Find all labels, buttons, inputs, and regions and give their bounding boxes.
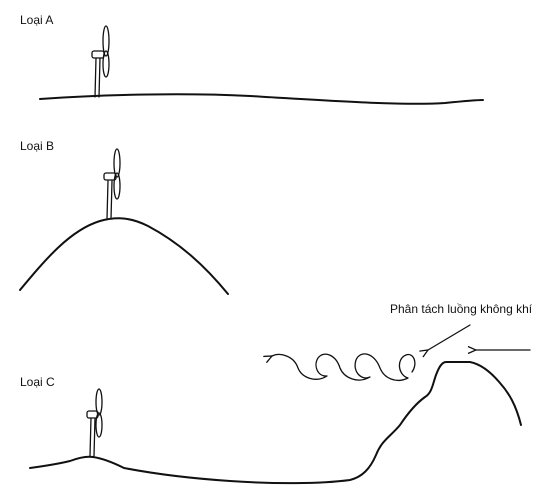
panel-b-label: Loại B [20,139,54,153]
panel-c-label: Loại C [20,375,55,389]
panel-c-terrain [29,361,522,485]
panel-a-label: Loại A [20,13,53,27]
flow-separation-pointer-arrow [428,324,471,350]
panel-c: Loại C Phân tách luồng không khí [20,302,533,485]
panel-b-wind-turbine-icon [103,148,121,220]
panel-a-wind-turbine-icon [91,25,110,98]
flow-separation-label: Phân tách luồng không khí [390,302,533,316]
panel-a: Loại A [20,13,484,105]
panel-a-flat-ground [39,93,484,105]
turbulent-eddies [272,353,416,382]
panel-b: Loại B [19,139,229,295]
panel-b-hill [19,217,229,295]
panel-c-wind-turbine-icon [86,388,103,457]
